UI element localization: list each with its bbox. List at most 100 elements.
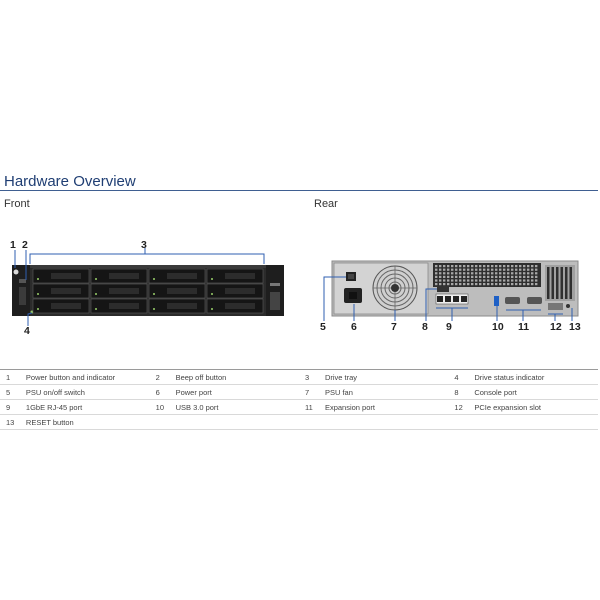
vent-hole — [467, 275, 470, 278]
vent-hole — [503, 279, 506, 282]
vent-hole — [495, 272, 498, 275]
title-divider — [0, 190, 598, 191]
legend-number: 5 — [0, 384, 26, 400]
legend-label — [175, 414, 300, 430]
vent-hole — [447, 272, 450, 275]
pcie-slot-vents — [547, 267, 572, 299]
vent-hole — [491, 275, 494, 278]
vent-hole — [531, 275, 534, 278]
legend-label: Drive tray — [324, 369, 449, 385]
vent-hole — [523, 283, 526, 286]
rear-section-label: Rear — [314, 198, 338, 210]
callout-8: 8 — [422, 321, 428, 333]
vent-hole — [531, 283, 534, 286]
legend-number: 11 — [299, 399, 325, 415]
vent-hole — [483, 279, 486, 282]
vent-hole — [455, 283, 458, 286]
drive-tray — [32, 298, 90, 314]
vent-hole — [459, 268, 462, 271]
vent-hole — [459, 275, 462, 278]
vent-hole — [495, 275, 498, 278]
vent-hole — [471, 275, 474, 278]
expansion-port-icon — [505, 297, 520, 304]
vent-hole — [459, 283, 462, 286]
vent-hole — [527, 279, 530, 282]
vent-hole — [459, 272, 462, 275]
vent-hole — [471, 283, 474, 286]
vent-hole — [479, 275, 482, 278]
legend-label: 1GbE RJ-45 port — [25, 399, 150, 415]
vent-hole — [515, 272, 518, 275]
vent-hole — [495, 265, 498, 268]
vent-hole — [495, 279, 498, 282]
vent-hole — [487, 268, 490, 271]
vent-hole — [523, 279, 526, 282]
legend-label: RESET button — [25, 414, 150, 430]
vent-hole — [535, 268, 538, 271]
vent-hole — [471, 265, 474, 268]
vent-hole — [463, 283, 466, 286]
legend-label: Beep off button — [175, 369, 300, 385]
vent-hole — [527, 283, 530, 286]
vent-hole — [475, 283, 478, 286]
vent-hole — [511, 272, 514, 275]
vent-hole — [523, 268, 526, 271]
vent-hole — [455, 268, 458, 271]
vent-hole — [483, 265, 486, 268]
drive-tray — [90, 268, 148, 284]
vent-hole — [479, 283, 482, 286]
beep-off-button-icon — [19, 279, 26, 283]
vent-hole — [463, 275, 466, 278]
slot-vent — [556, 267, 559, 299]
drive-tray — [206, 298, 264, 314]
vent-hole — [479, 279, 482, 282]
vent-hole — [491, 279, 494, 282]
vent-hole — [523, 272, 526, 275]
vent-hole — [515, 275, 518, 278]
vent-hole — [519, 283, 522, 286]
vent-hole — [439, 265, 442, 268]
vent-hole — [435, 272, 438, 275]
drive-tray — [206, 283, 264, 299]
vent-hole — [447, 265, 450, 268]
slot-vent — [551, 267, 554, 299]
legend-label: PSU on/off switch — [25, 384, 150, 400]
vent-hole — [475, 279, 478, 282]
vent-hole — [535, 283, 538, 286]
vent-hole — [507, 283, 510, 286]
vent-hole — [455, 272, 458, 275]
vent-hole — [475, 268, 478, 271]
drive-tray — [148, 298, 206, 314]
legend-number: 6 — [149, 384, 176, 400]
vent-hole — [507, 272, 510, 275]
vent-hole — [451, 275, 454, 278]
vent-hole — [503, 272, 506, 275]
legend-number: 3 — [299, 369, 325, 385]
vent-hole — [467, 283, 470, 286]
vent-hole — [511, 283, 514, 286]
vent-hole — [439, 283, 442, 286]
vent-hole — [495, 283, 498, 286]
legend-label: USB 3.0 port — [175, 399, 300, 415]
drive-tray — [148, 283, 206, 299]
vent-hole — [519, 279, 522, 282]
vent-hole — [443, 265, 446, 268]
vent-hole — [503, 265, 506, 268]
vent-hole — [531, 272, 534, 275]
vent-hole — [519, 268, 522, 271]
vent-hole — [463, 272, 466, 275]
vent-hole — [535, 265, 538, 268]
vent-hole — [475, 265, 478, 268]
vent-hole — [447, 268, 450, 271]
vent-hole — [515, 268, 518, 271]
vent-hole — [451, 283, 454, 286]
legend-number: 1 — [0, 369, 26, 385]
legend-label: Console port — [474, 384, 598, 400]
vent-hole — [503, 268, 506, 271]
vent-hole — [459, 279, 462, 282]
legend-number — [448, 414, 475, 430]
